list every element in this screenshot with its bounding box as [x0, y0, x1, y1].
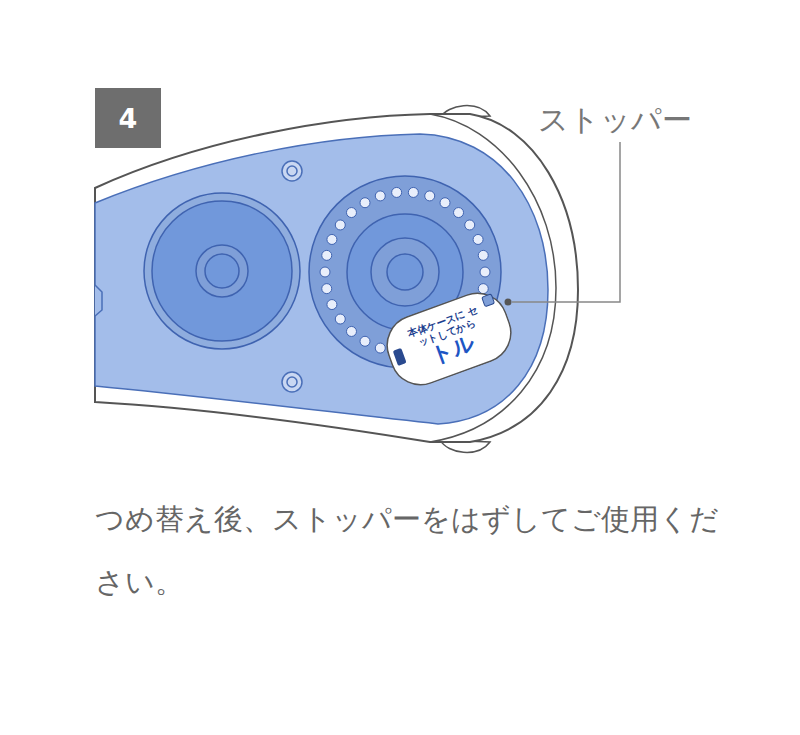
housing-body: [95, 134, 548, 424]
leader-line: [512, 142, 620, 302]
reel-hole: [322, 250, 332, 260]
reel-hole: [408, 187, 418, 197]
housing-shell: [95, 114, 578, 442]
reel-hole: [454, 208, 464, 218]
node-text: 4: [119, 103, 138, 134]
reel-hole: [346, 326, 356, 336]
step-badge: 4: [95, 88, 161, 148]
reel-hole: [335, 220, 345, 230]
reel-hole: [335, 314, 345, 324]
part-label: ストッパー: [538, 100, 692, 141]
reel-hole: [327, 300, 337, 310]
leader-dot: [505, 299, 512, 306]
reel-hole: [473, 234, 483, 244]
reel-hole: [392, 187, 402, 197]
reel-hole: [346, 208, 356, 218]
reel-hole: [320, 267, 330, 277]
reel-hole: [360, 336, 370, 346]
reel-hole: [425, 191, 435, 201]
reel-hole: [327, 234, 337, 244]
reel-hole: [478, 284, 488, 294]
reel-hole: [465, 220, 475, 230]
caption-text: つめ替え後、ストッパーをはずしてご使用ください。: [95, 488, 725, 614]
reel-hole: [322, 284, 332, 294]
reel-hole: [375, 191, 385, 201]
housing-notch: [95, 285, 102, 316]
reel-hole: [375, 343, 385, 353]
reel-hole: [478, 250, 488, 260]
reel-hole: [440, 198, 450, 208]
supply-reel: [144, 193, 300, 349]
reel-hole: [360, 198, 370, 208]
reel-hole: [480, 267, 490, 277]
